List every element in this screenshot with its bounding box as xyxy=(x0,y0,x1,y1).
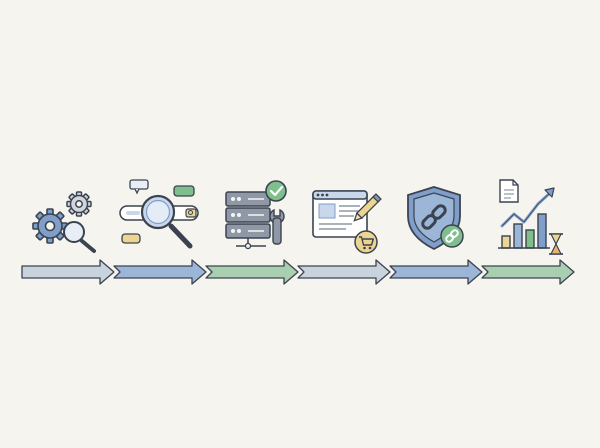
process-arrow-1 xyxy=(21,259,115,285)
process-arrow-5 xyxy=(389,259,483,285)
process-arrow-2 xyxy=(113,259,207,285)
webpage-pencil-cart-icon xyxy=(312,190,382,254)
process-arrow-6 xyxy=(481,259,575,285)
growth-chart-hourglass-icon xyxy=(498,179,563,255)
search-bar-magnifier-icon xyxy=(119,179,199,249)
process-arrow-3 xyxy=(205,259,299,285)
process-arrow-4 xyxy=(297,259,391,285)
shield-link-icon xyxy=(407,186,464,251)
server-wrench-check-icon xyxy=(225,180,287,250)
gears-magnifier-icon xyxy=(32,191,96,253)
